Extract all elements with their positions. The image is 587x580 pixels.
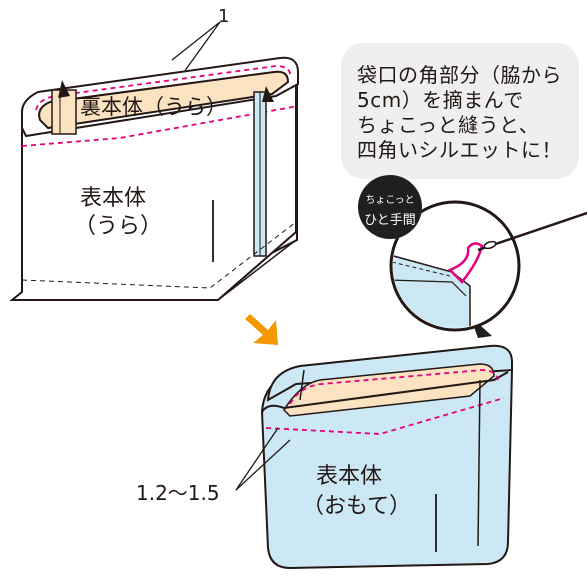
tip-line: 四角いシルエットに！: [357, 138, 562, 162]
inner-body-label: 裏本体（うら）: [80, 95, 227, 119]
tip-line: ちょこっと縫うと、: [357, 113, 540, 137]
outer-body-front-label-line2: （おもて）: [302, 494, 412, 519]
tip-line: 袋口の角部分（脇から: [357, 63, 562, 87]
seam-allowance-label: 1.2～1.5: [136, 481, 220, 505]
outer-body-back-label-line2: （うら）: [74, 214, 163, 239]
tip-line: 5cm）を摘まんで: [357, 88, 524, 112]
finished-bag-illustration: [235, 344, 514, 570]
inside-out-bag-illustration: [9, 21, 299, 301]
outer-body-back-label-line1: 表本体: [80, 186, 147, 211]
corner-detail-magnifier: [389, 200, 587, 338]
callout-number-1: 1: [218, 6, 230, 27]
next-step-arrow-icon: [245, 314, 278, 345]
badge-line1: ちょこっと: [365, 195, 415, 206]
tip-badge: ちょこっと ひと手間: [358, 175, 422, 239]
outer-body-front-label-line1: 表本体: [316, 464, 383, 489]
tip-text: 袋口の角部分（脇から 5cm）を摘まんで ちょこっと縫うと、 四角いシルエットに…: [357, 63, 577, 163]
tip-speech-bubble: [341, 43, 579, 179]
badge-line2: ひと手間: [364, 213, 416, 228]
